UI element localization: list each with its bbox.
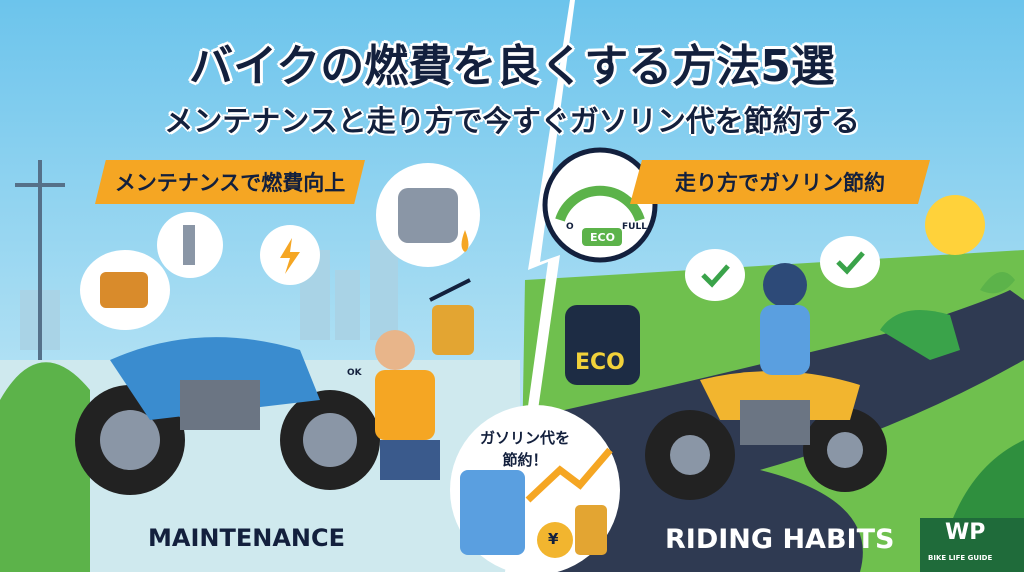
- bush-left: [0, 362, 90, 572]
- fuel-nozzle-icon: [880, 272, 1015, 360]
- lightning-icon: [260, 225, 320, 285]
- air-filter-icon: [80, 250, 170, 330]
- gauge-empty-label: O: [566, 222, 574, 232]
- logo-mark: WP: [945, 520, 986, 545]
- savings-text-line2: 節約！: [502, 451, 548, 469]
- trend-up-icon: [429, 278, 471, 302]
- check-icon: [685, 249, 745, 301]
- gauge-eco: [542, 147, 658, 263]
- engine-icon: [376, 163, 480, 267]
- gauge-full-label: FULL: [622, 222, 647, 232]
- rider-person: [760, 263, 810, 375]
- page-title: バイクの燃費を良くする方法5選: [189, 41, 835, 92]
- power-pole: [15, 160, 65, 360]
- motorcycle-left: [75, 337, 380, 495]
- check-icon: [820, 236, 880, 288]
- yen-symbol: ¥: [548, 530, 559, 548]
- coins-icon: [429, 278, 474, 355]
- banner-maintenance: メンテナンスで燃費向上: [95, 160, 365, 204]
- gauge-eco-badge: ECO: [590, 231, 615, 244]
- savings-bubble: [450, 405, 620, 572]
- oil-drop-icon: [461, 230, 469, 252]
- savings-text-line1: ガソリン代を: [480, 429, 571, 447]
- label-maintenance: MAINTENANCE: [148, 524, 345, 552]
- logo-tagline: BIKE LIFE GUIDE: [928, 554, 993, 562]
- mechanic-person: [375, 330, 440, 480]
- label-riding-habits: RIDING HABITS: [665, 524, 895, 555]
- eco-button-label: ECO: [575, 350, 625, 375]
- motorcycle-right: [645, 371, 887, 500]
- logo: [920, 518, 1024, 572]
- gauge-ok-text: OK: [347, 368, 362, 378]
- leaf-icon: [980, 272, 1015, 294]
- spark-plug-icon: [157, 212, 223, 278]
- sun-icon: [925, 195, 985, 255]
- page-subtitle: メンテナンスと走り方で今すぐガソリン代を節約する: [164, 104, 860, 138]
- eco-button-icon: [565, 305, 640, 385]
- banner-riding: 走り方でガソリン節約: [630, 160, 930, 204]
